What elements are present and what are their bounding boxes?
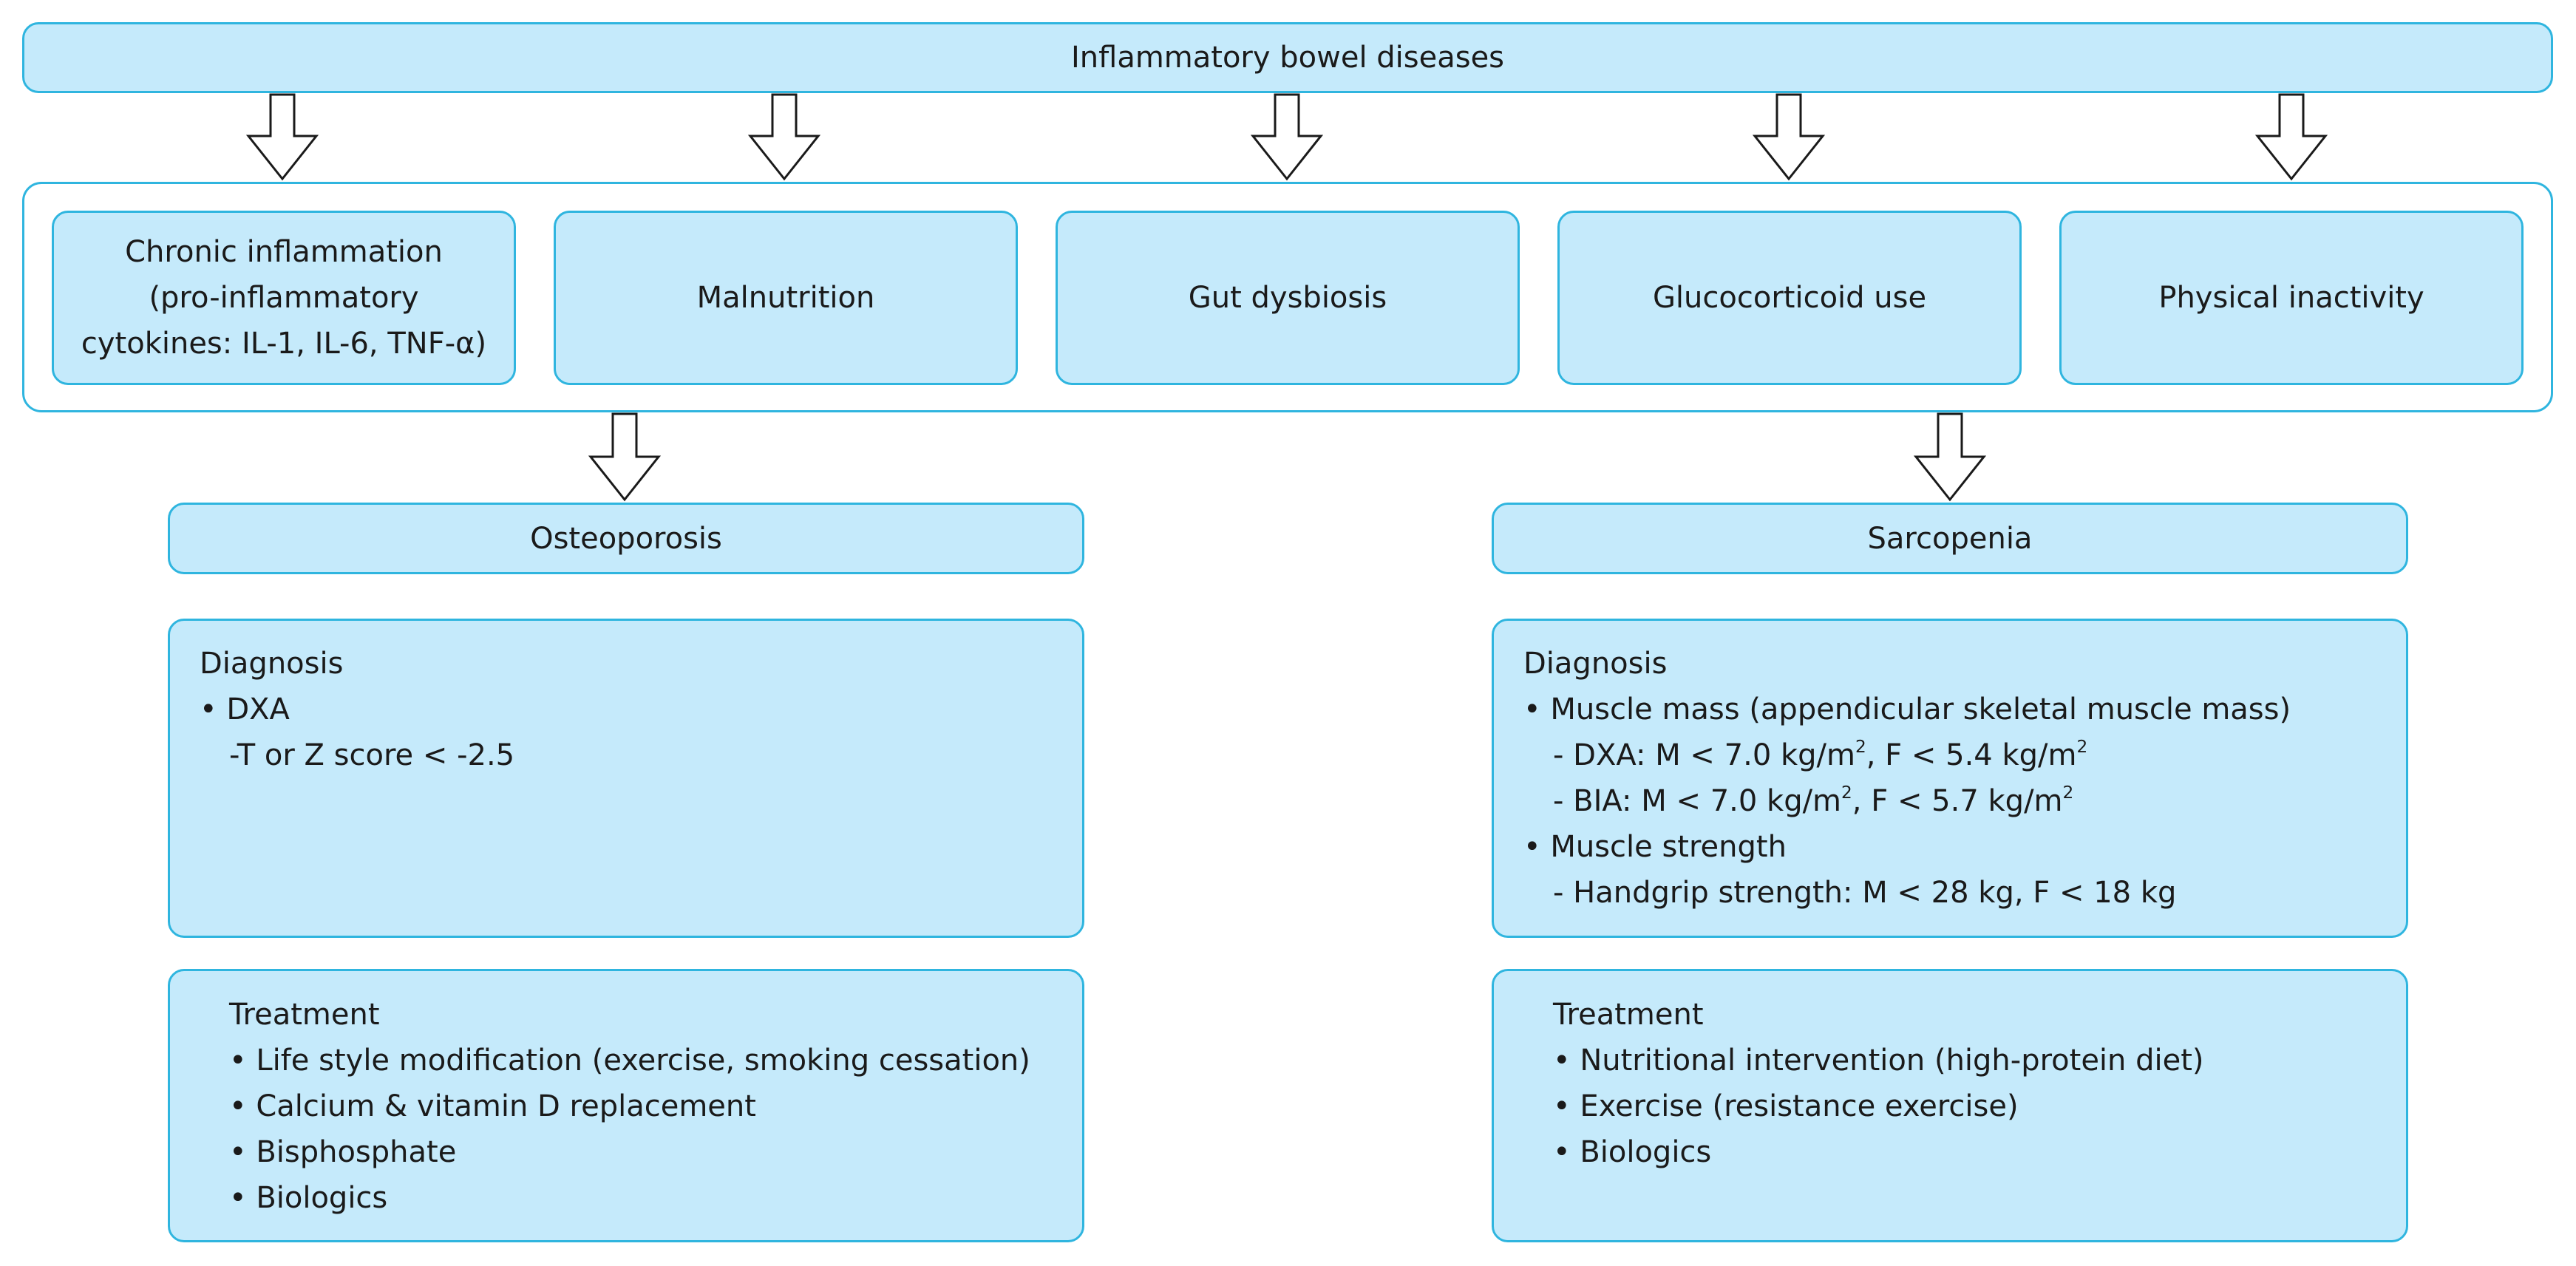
- down-arrow-icon: [747, 93, 821, 181]
- down-arrow-icon: [245, 93, 319, 181]
- treatment-heading: Treatment: [1553, 998, 1704, 1032]
- ibd-title: Inflammatory bowel diseases: [1070, 41, 1505, 75]
- bia-text-a: - BIA: M < 7.0 kg/m: [1553, 784, 1842, 818]
- dxa-text-a: - DXA: M < 7.0 kg/m: [1553, 738, 1855, 772]
- factor-line: Malnutrition: [696, 281, 875, 315]
- treatment-item: Life style modification (exercise, smoki…: [229, 1038, 1082, 1083]
- osteoporosis-diagnosis-box: Diagnosis DXA -T or Z score < -2.5: [168, 619, 1084, 938]
- down-arrow-icon: [2254, 93, 2328, 181]
- treatment-item: Exercise (resistance exercise): [1553, 1083, 2406, 1129]
- factor-line: Chronic inflammation: [125, 235, 443, 269]
- factor-line: cytokines: IL-1, IL-6, TNF-α): [81, 327, 487, 361]
- factor-line: Gut dysbiosis: [1188, 281, 1387, 315]
- superscript: 2: [1855, 736, 1866, 757]
- sarcopenia-treatment-box: Treatment Nutritional intervention (high…: [1492, 969, 2408, 1242]
- factor-line: Glucocorticoid use: [1652, 281, 1927, 315]
- osteoporosis-treatment-box: Treatment Life style modification (exerc…: [168, 969, 1084, 1242]
- down-arrow-icon: [1913, 412, 1987, 502]
- treatment-item: Bisphosphate: [229, 1129, 1082, 1175]
- diagnosis-heading: Diagnosis: [200, 647, 344, 681]
- treatment-item: Biologics: [1553, 1129, 2406, 1175]
- diagnosis-subitem-bia: - BIA: M < 7.0 kg/m2, F < 5.7 kg/m2: [1523, 778, 2406, 824]
- osteoporosis-title: Osteoporosis: [530, 521, 722, 556]
- factor-malnutrition: Malnutrition: [554, 211, 1018, 385]
- factor-chronic-inflammation: Chronic inflammation (pro-inflammatory c…: [52, 211, 516, 385]
- factor-gut-dysbiosis: Gut dysbiosis: [1056, 211, 1520, 385]
- ibd-box: Inflammatory bowel diseases: [22, 22, 2553, 93]
- down-arrow-icon: [1752, 93, 1826, 181]
- sarcopenia-diagnosis-box: Diagnosis Muscle mass (appendicular skel…: [1492, 619, 2408, 938]
- diagnosis-item: DXA: [200, 687, 1082, 732]
- sarcopenia-title: Sarcopenia: [1867, 521, 2033, 556]
- diagnosis-subitem-dxa: - DXA: M < 7.0 kg/m2, F < 5.4 kg/m2: [1523, 732, 2406, 778]
- treatment-heading: Treatment: [229, 998, 380, 1032]
- factor-glucocorticoid-use: Glucocorticoid use: [1557, 211, 2022, 385]
- diagnosis-subitem: - Handgrip strength: M < 28 kg, F < 18 k…: [1553, 876, 2177, 910]
- factor-line: Physical inactivity: [2158, 281, 2424, 315]
- factor-line: (pro-inflammatory: [149, 281, 419, 315]
- factor-physical-inactivity: Physical inactivity: [2059, 211, 2524, 385]
- diagnosis-heading: Diagnosis: [1523, 647, 1668, 681]
- diagnosis-subitem: -T or Z score < -2.5: [229, 738, 515, 772]
- down-arrow-icon: [1250, 93, 1324, 181]
- treatment-item: Biologics: [229, 1175, 1082, 1221]
- diagnosis-item: Muscle strength: [1523, 824, 2406, 870]
- down-arrow-icon: [588, 412, 662, 502]
- osteoporosis-box: Osteoporosis: [168, 503, 1084, 574]
- dxa-text-b: , F < 5.4 kg/m: [1866, 738, 2077, 772]
- sarcopenia-box: Sarcopenia: [1492, 503, 2408, 574]
- treatment-item: Nutritional intervention (high-protein d…: [1553, 1038, 2406, 1083]
- bia-text-b: , F < 5.7 kg/m: [1852, 784, 2063, 818]
- superscript: 2: [1841, 782, 1852, 803]
- superscript: 2: [2062, 782, 2074, 803]
- superscript: 2: [2076, 736, 2088, 757]
- diagnosis-item: Muscle mass (appendicular skeletal muscl…: [1523, 687, 2406, 732]
- treatment-item: Calcium & vitamin D replacement: [229, 1083, 1082, 1129]
